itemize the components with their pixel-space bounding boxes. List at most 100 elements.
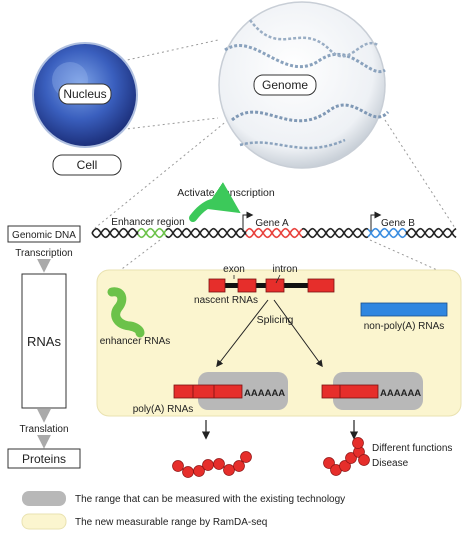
dna-strand-segment — [285, 235, 289, 239]
dna-strand-segment — [271, 229, 275, 234]
dna-strand-segment — [141, 227, 145, 231]
dna-strand-segment — [213, 235, 217, 239]
dna-strand-segment — [417, 227, 421, 231]
dna-strand-segment — [129, 235, 133, 239]
transcription-label: Transcription — [15, 248, 72, 259]
dna-strand-segment — [385, 228, 389, 232]
dna-strand-segment — [201, 227, 205, 231]
dna-strand-segment — [433, 229, 437, 234]
polya-rna-left — [173, 384, 243, 399]
dna-strand-segment — [423, 231, 427, 235]
protein-bead — [223, 464, 235, 476]
dna-strand-segment — [335, 228, 339, 232]
dna-strand-segment — [93, 227, 97, 231]
dna-strand-segment — [411, 227, 415, 231]
protein-bead — [240, 451, 252, 463]
dna-strand-segment — [119, 234, 123, 238]
dna-strand-segment — [211, 236, 215, 239]
enhancer-region-label: Enhancer region — [111, 217, 184, 228]
dna-strand-segment — [303, 227, 307, 231]
dna-strand-segment — [159, 235, 163, 239]
polya-tail-right: AAAAAA — [380, 388, 421, 399]
protein-bead — [193, 465, 205, 477]
dna-strand-segment — [255, 235, 259, 239]
dna-strand-segment — [421, 234, 425, 238]
dna-strand-segment — [397, 229, 401, 234]
dna-strand-segment — [217, 229, 221, 234]
dna-strand-segment — [439, 234, 443, 238]
dna-strand-segment — [195, 227, 199, 231]
dna-strand-segment — [357, 227, 361, 231]
dna-strand-segment — [129, 227, 133, 231]
nascent-rna — [208, 278, 335, 293]
gene-b-promoter-arrow — [370, 211, 382, 232]
exon-block — [265, 278, 285, 293]
dna-strand-segment — [327, 227, 331, 231]
dna-strand-segment — [281, 228, 285, 232]
dna-strand-segment — [203, 236, 207, 239]
genome-label-box — [253, 74, 317, 96]
protein-bead — [339, 460, 351, 472]
dna-strand-segment — [365, 236, 369, 239]
splicing-label: Splicing — [257, 314, 294, 326]
dna-strand-segment — [363, 235, 367, 239]
dna-strand-segment — [399, 227, 403, 231]
dna-strand-segment — [407, 228, 411, 232]
dna-strand-segment — [405, 231, 409, 235]
dna-strand-segment — [173, 234, 177, 238]
dna-strand-segment — [447, 235, 451, 239]
dna-strand-segment — [207, 231, 211, 235]
dna-strand-segment — [169, 228, 173, 232]
dna-strand-segment — [237, 227, 241, 231]
dna-strand-segment — [219, 227, 223, 231]
splicing-arrow-right — [273, 299, 323, 368]
dna-strand-segment — [295, 228, 299, 232]
dna-strand-segment — [285, 227, 289, 231]
dna-strand-segment — [221, 236, 225, 239]
dna-strand-segment — [331, 228, 335, 232]
dna-strand-segment — [375, 235, 379, 239]
dna-strand-segment — [241, 234, 245, 238]
dna-strand-segment — [339, 235, 343, 239]
dna-strand-segment — [419, 236, 423, 239]
dna-strand-segment — [393, 235, 397, 239]
dna-strand-segment — [347, 227, 351, 230]
dna-strand-segment — [319, 236, 323, 239]
dna-strand-segment — [153, 231, 157, 235]
dna-strand-segment — [353, 228, 357, 232]
dna-strand-segment — [347, 236, 351, 239]
dna-strand-segment — [363, 227, 367, 231]
dna-strand-segment — [367, 234, 371, 238]
dna-strand-segment — [183, 227, 187, 231]
genome-label: Genome — [262, 78, 308, 92]
dna-strand-segment — [195, 235, 199, 239]
legend-swatch-new — [21, 513, 67, 530]
dna-strand-segment — [321, 235, 325, 239]
dna-strand-segment — [249, 235, 253, 239]
dna-strand-segment — [103, 236, 107, 239]
dna-strand-segment — [167, 227, 171, 230]
dna-strand-segment — [105, 235, 109, 239]
genomic-dna-box — [7, 225, 81, 243]
dna-strand-segment — [411, 235, 415, 239]
dna-strand-segment — [145, 229, 149, 234]
protein-bead — [345, 452, 357, 464]
dna-strand-segment — [149, 227, 153, 230]
dna-strand-segment — [283, 227, 287, 230]
dna-strand-segment — [121, 236, 125, 239]
dna-strand-segment — [193, 227, 197, 230]
proteins-label: Proteins — [22, 452, 66, 466]
activate-transcription-label: Activate transcription — [177, 187, 275, 199]
dna-strand-segment — [395, 232, 399, 237]
dna-strand-segment — [139, 236, 143, 239]
dna-strand-segment — [295, 234, 299, 238]
dna-strand-segment — [445, 227, 449, 230]
dna-strand-segment — [373, 236, 377, 239]
intron-pointer — [275, 274, 281, 284]
dna-strand-segment — [273, 235, 277, 239]
dna-strand-segment — [91, 232, 95, 237]
dna-strand-segment — [437, 236, 441, 239]
dna-strand-segment — [147, 227, 151, 231]
dna-strand-segment — [449, 232, 453, 237]
dna-strand-segment — [305, 232, 309, 237]
